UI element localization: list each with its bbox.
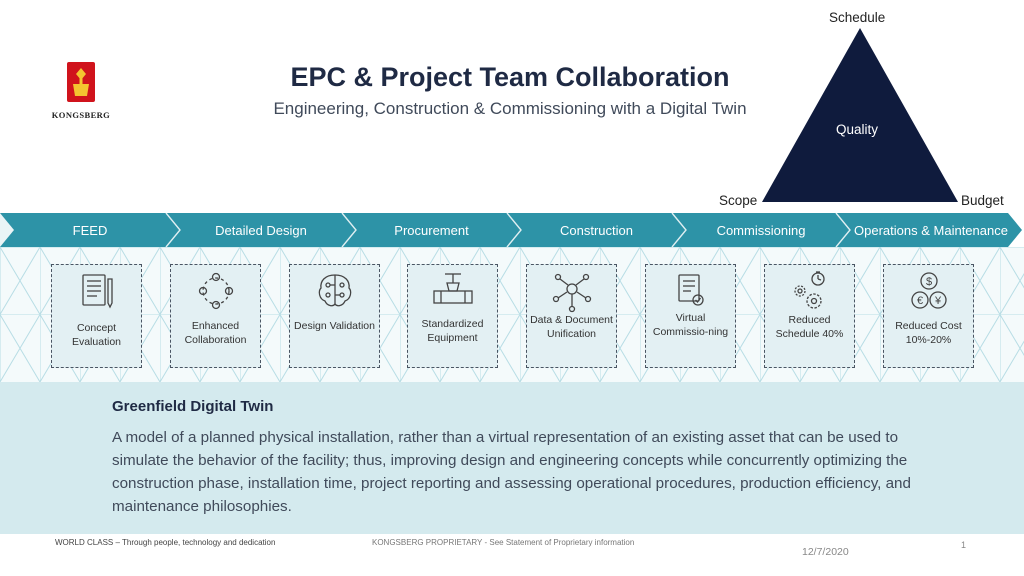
svg-text:$: $ xyxy=(925,276,931,288)
kongsberg-logo: KONGSBERG xyxy=(50,62,112,120)
stage-construction: Construction xyxy=(560,222,633,238)
footer-tagline: WORLD CLASS – Through people, technology… xyxy=(55,538,276,547)
card-reduced-cost: $ € ¥ Reduced Cost 10%-20% xyxy=(883,264,974,368)
triangle-label-scope: Scope xyxy=(719,193,758,208)
svg-text:€: € xyxy=(916,295,922,307)
footer-page-number: 1 xyxy=(961,540,967,550)
card-virtual-commissioning: Virtual Commissio-ning xyxy=(645,264,736,368)
card-label: Reduced Cost 10%-20% xyxy=(895,320,962,346)
card-concept-evaluation: Concept Evaluation xyxy=(51,264,142,368)
info-title: Greenfield Digital Twin xyxy=(112,398,274,415)
gears-clock-icon xyxy=(793,271,825,309)
page-title: EPC & Project Team Collaboration xyxy=(290,62,730,92)
process-stage-bar: FEED Detailed Design Procurement Constru… xyxy=(0,213,1024,247)
triangle-label-schedule: Schedule xyxy=(829,10,886,25)
card-label: Design Validation xyxy=(294,320,375,332)
process-chevrons xyxy=(0,213,1022,247)
info-panel: Greenfield Digital Twin A model of a pla… xyxy=(0,382,1024,534)
footer-date: 12/7/2020 xyxy=(802,546,849,558)
currency-coins-icon: $ € ¥ xyxy=(910,272,947,309)
card-label: Concept Evaluation xyxy=(71,322,122,348)
stage-procurement: Procurement xyxy=(394,222,469,238)
brain-circuit-icon xyxy=(318,274,351,307)
card-label: Standardized Equipment xyxy=(421,318,484,344)
page-subtitle: Engineering, Construction & Commissionin… xyxy=(273,99,747,118)
card-label: Virtual Commissio-ning xyxy=(652,312,729,338)
logo-text: KONGSBERG xyxy=(51,110,111,120)
svg-text:¥: ¥ xyxy=(933,295,941,307)
card-reduced-schedule: Reduced Schedule 40% xyxy=(764,264,855,368)
stage-operations-maintenance: Operations & Maintenance xyxy=(854,222,1008,238)
stage-commissioning: Commissioning xyxy=(716,222,806,238)
triangle-label-quality: Quality xyxy=(836,122,879,137)
people-network-icon xyxy=(198,272,233,310)
pipe-valve-icon xyxy=(432,273,473,304)
card-design-validation: Design Validation xyxy=(289,264,380,368)
kongsberg-crest-icon xyxy=(67,62,95,102)
card-label: Enhanced Collaboration xyxy=(184,320,247,346)
card-label: Data & Document Unification xyxy=(530,314,613,340)
network-nodes-icon xyxy=(552,273,591,313)
stage-feed: FEED xyxy=(72,222,108,238)
info-text: A model of a planned physical installati… xyxy=(112,429,911,515)
card-standardized-equipment: Standardized Equipment xyxy=(407,264,498,368)
triangle-label-budget: Budget xyxy=(961,193,1004,208)
footer-proprietary: KONGSBERG PROPRIETARY - See Statement of… xyxy=(372,538,635,547)
card-label: Reduced Schedule 40% xyxy=(775,314,844,340)
benefit-cards: Concept Evaluation Enhanced Collaboratio… xyxy=(0,264,1024,368)
document-edit-icon xyxy=(81,274,113,309)
stage-detailed-design: Detailed Design xyxy=(215,222,307,238)
quality-triangle xyxy=(762,28,958,202)
card-enhanced-collaboration: Enhanced Collaboration xyxy=(170,264,261,368)
checklist-icon xyxy=(677,274,704,306)
card-data-document-unification: Data & Document Unification xyxy=(526,264,617,368)
